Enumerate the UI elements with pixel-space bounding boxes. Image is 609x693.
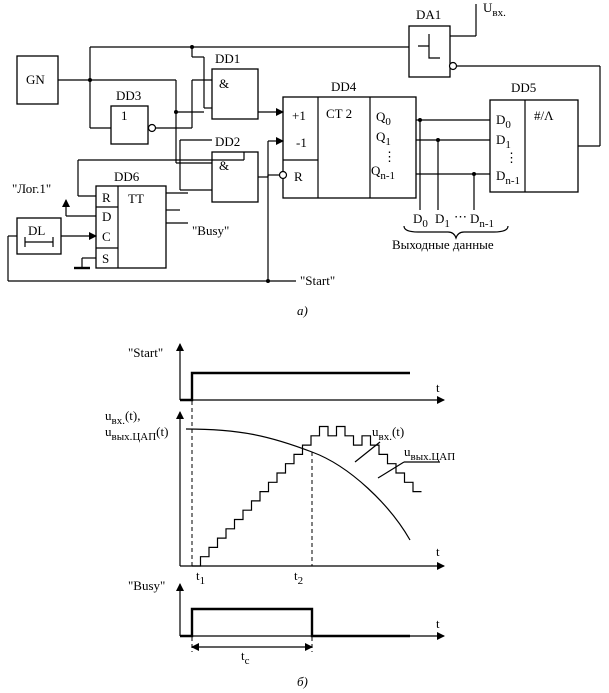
dd3-block: [110, 105, 149, 145]
start-t-label: t: [436, 380, 440, 395]
dd6-pin-d: D: [102, 209, 111, 224]
t1-label: t1: [196, 568, 205, 587]
dd5-dn: Dn-1: [496, 168, 520, 187]
dd5-dac-block: [489, 99, 579, 193]
dd4-dots: ⋮: [383, 149, 396, 164]
dd1-block: [211, 68, 259, 120]
dd2-label: DD2: [215, 134, 240, 149]
dd4-label: DD4: [331, 79, 357, 94]
comparator-hysteresis-icon: [418, 34, 440, 59]
busy-waveform: [180, 607, 410, 638]
udac-leader: [377, 461, 405, 479]
generator-label: GN: [26, 72, 45, 87]
dd4-qn: Qn-1: [371, 163, 395, 182]
timing-diagram: "Start" t uвх.(t), uвых.ЦАП(t) t uвх.(t)…: [105, 343, 455, 689]
delay-label: DL: [28, 223, 45, 238]
output-brace: [403, 225, 509, 240]
dd4-q0: Q0: [376, 109, 391, 128]
output-data-label: Выходные данные: [392, 237, 494, 252]
dd5-dots: ⋮: [505, 150, 518, 165]
start-waveform: [180, 371, 410, 402]
circuit-diagram: GN DD3 1 DD1 & DD2 & DA1 Uвх. DD4 CT 2 +…: [7, 0, 601, 318]
tc-label: tc: [241, 648, 250, 667]
dd3-inversion-bubble: [147, 123, 157, 133]
generator-block: [16, 55, 59, 105]
uin-axis-label: uвх.(t),: [105, 408, 140, 427]
busy-signal-label: "Busy": [128, 578, 165, 593]
dd6-label: DD6: [114, 169, 140, 184]
udac-axis-label: uвых.ЦАП(t): [105, 424, 168, 443]
dd6-pin-c: C: [102, 229, 111, 244]
delay-block: [16, 217, 62, 255]
output-d1: D1: [435, 211, 450, 230]
udac-curve-label: uвых.ЦАП: [404, 444, 455, 463]
dd5-type: #/Λ: [534, 108, 554, 123]
dd6-trigger-block: [95, 185, 167, 269]
dd6-pin-s: S: [102, 251, 109, 266]
busy-output-label: "Busy": [192, 223, 229, 238]
busy-t-label: t: [436, 616, 440, 631]
dd4-reset-input: R: [294, 169, 303, 184]
dd6-pin-r: R: [102, 190, 111, 205]
uin-leader: [354, 441, 381, 463]
caption-b: б): [297, 674, 308, 689]
uin-curve-label: uвх.(t): [372, 424, 404, 443]
start-input-label: "Start": [300, 273, 335, 288]
dd2-symbol: &: [219, 158, 229, 173]
dd4-q1: Q1: [376, 129, 391, 148]
dd1-label: DD1: [215, 51, 240, 66]
start-signal-label: "Start": [128, 345, 163, 360]
dd6-type: TT: [128, 191, 144, 206]
circuit-wires: [7, 4, 601, 282]
dd3-symbol: 1: [121, 108, 128, 123]
output-d0: D0: [413, 211, 428, 230]
caption-a: а): [297, 303, 308, 318]
dd4-reset-bubble: [278, 170, 288, 180]
dd3-label: DD3: [116, 88, 141, 103]
delay-icon: [24, 237, 54, 247]
signal-t-label: t: [436, 544, 440, 559]
udac-staircase: [192, 425, 422, 567]
output-dots: ⋯: [454, 209, 467, 224]
junction-dots: [88, 45, 476, 283]
t2-label: t2: [294, 568, 303, 587]
dd5-d1: D1: [496, 132, 511, 151]
da1-label: DA1: [416, 7, 441, 22]
dd5-d0: D0: [496, 112, 511, 131]
dd4-down-input: -1: [296, 135, 307, 150]
dd4-counter-block: [282, 96, 417, 199]
logic-one-label: "Лог.1": [12, 181, 51, 196]
input-voltage-label: Uвх.: [483, 0, 506, 19]
dd4-type: CT 2: [326, 106, 352, 121]
output-dn: Dn-1: [470, 211, 494, 230]
da1-inversion-bubble: [448, 61, 458, 71]
dd1-symbol: &: [219, 76, 229, 91]
dd4-up-input: +1: [292, 108, 306, 123]
dd5-label: DD5: [511, 80, 536, 95]
